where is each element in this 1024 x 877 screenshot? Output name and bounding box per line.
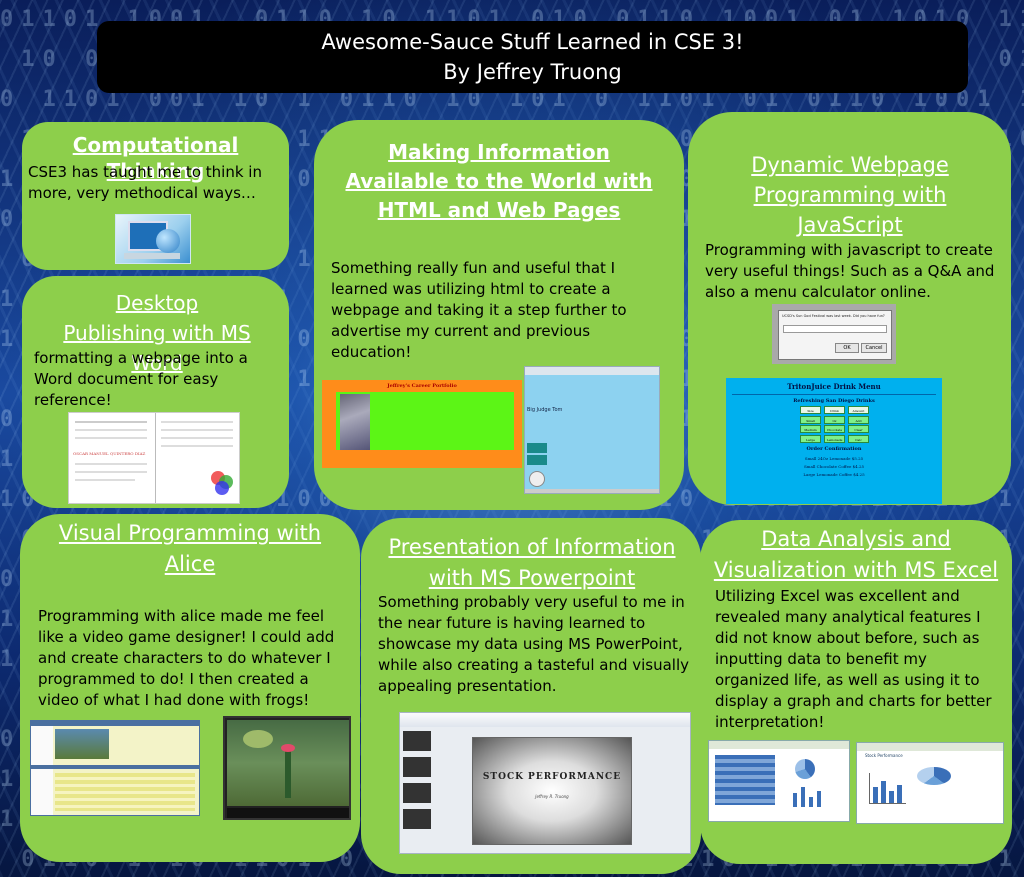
excel-table-thumbnail	[708, 740, 850, 822]
panel-heading: Computational Thinking	[72, 133, 239, 183]
slide-subtitle: Jeffrey R. Truong	[535, 794, 569, 799]
panel-body: formatting a webpage into a Word documen…	[34, 349, 248, 409]
panel-javascript: Dynamic Webpage Programming with JavaScr…	[688, 112, 1011, 505]
panel-body: CSE3 has taught me to think in more, ver…	[28, 163, 262, 202]
menu-grid-cell[interactable]: Clear	[848, 425, 869, 433]
dialog-ok-button[interactable]: OK	[835, 343, 859, 353]
panel-body: Programming with javascript to create ve…	[705, 241, 995, 301]
menu-grid-cell[interactable]: Calc	[848, 434, 869, 443]
menu-grid-cell[interactable]: Medium	[800, 425, 821, 433]
panel-heading: Visual Programming with Alice	[58, 521, 322, 576]
poster-author: By Jeffrey Truong	[443, 60, 622, 84]
panel-heading: Presentation of Information with MS Powe…	[388, 535, 676, 590]
panel-computational-thinking: Computational Thinking CSE3 has taught m…	[22, 122, 289, 270]
panel-heading: Dynamic Webpage Programming with JavaScr…	[751, 153, 949, 237]
panel-heading: Data Analysis and Visualization with MS …	[713, 527, 999, 582]
panel-body: Programming with alice made me feel like…	[38, 607, 335, 709]
portfolio-webpage-thumbnail: Jeffrey's Career Portfolio	[322, 380, 522, 468]
menu-line: Large Lemonade Coffee $4.25	[803, 472, 865, 477]
excel-chart-thumbnail: Stock Performance	[856, 742, 1004, 824]
portfolio-title: Jeffrey's Career Portfolio	[387, 383, 457, 389]
menu-grid-cell: Amount	[848, 406, 869, 414]
sheet-title: Stock Performance	[865, 753, 903, 758]
poster-title-bar: Awesome-Sauce Stuff Learned in CSE 3! By…	[97, 21, 968, 93]
menu-grid-cell: Size	[800, 406, 821, 414]
menu-grid-cell: Drink	[824, 406, 845, 414]
alice-ide-thumbnail	[30, 720, 200, 816]
panel-alice: Visual Programming with Alice Programmin…	[20, 514, 360, 862]
panel-heading: Making Information Available to the Worl…	[345, 140, 653, 222]
panel-heading: Desktop Publishing with MS Word	[63, 291, 251, 375]
browser-webpage-thumbnail: Big Judge Tom	[524, 366, 660, 494]
poster-title: Awesome-Sauce Stuff Learned in CSE 3!	[321, 30, 744, 54]
panel-body: Something probably very useful to me in …	[378, 593, 690, 695]
menu-line: Small Chocolate Coffee $4.25	[803, 464, 865, 469]
site-title: Big Judge Tom	[527, 407, 563, 413]
panel-body: Something really fun and useful that I l…	[331, 259, 627, 361]
menu-grid-cell[interactable]: Chocolate Coffee	[824, 425, 845, 433]
panel-excel: Data Analysis and Visualization with MS …	[700, 520, 1012, 864]
menu-line: Small 24Oz Lemonade $5.25	[804, 456, 864, 461]
powerpoint-window-thumbnail: STOCK PERFORMANCE Jeffrey R. Truong	[399, 712, 691, 854]
slide-title: STOCK PERFORMANCE	[482, 772, 622, 782]
menu-grid-cell[interactable]: Lemonade	[824, 434, 845, 443]
menu-grid-cell[interactable]: Add	[848, 415, 869, 424]
menu-confirm: Order Confirmation	[806, 446, 862, 452]
panel-desktop-publishing: Desktop Publishing with MS Word formatti…	[22, 276, 289, 508]
javascript-dialog-thumbnail: UCSD's Sun God Festival was last week. D…	[772, 304, 896, 364]
menu-calculator-thumbnail: TritonJuice Drink Menu Refreshing San Di…	[726, 378, 942, 504]
document-heading: OSCAR MANUEL QUINTERO DIAZ	[73, 451, 146, 456]
menu-title: TritonJuice Drink Menu	[787, 382, 881, 391]
computer-globe-image	[115, 214, 191, 264]
panel-html-webpages: Making Information Available to the Worl…	[314, 120, 684, 510]
panel-body: Utilizing Excel was excellent and reveal…	[715, 587, 992, 731]
menu-grid-cell[interactable]: Small	[800, 415, 821, 424]
panel-powerpoint: Presentation of Information with MS Powe…	[361, 518, 701, 874]
dialog-prompt: UCSD's Sun God Festival was last week. D…	[782, 314, 885, 318]
word-document-thumbnail: OSCAR MANUEL QUINTERO DIAZ	[68, 412, 240, 504]
dialog-cancel-button[interactable]: Cancel	[861, 343, 887, 353]
menu-grid-cell[interactable]: Large	[800, 434, 821, 443]
menu-subtitle: Refreshing San Diego Drinks	[793, 398, 875, 404]
menu-grid-cell[interactable]: Oz Lemonade	[824, 415, 845, 424]
frog-video-thumbnail	[223, 716, 351, 820]
